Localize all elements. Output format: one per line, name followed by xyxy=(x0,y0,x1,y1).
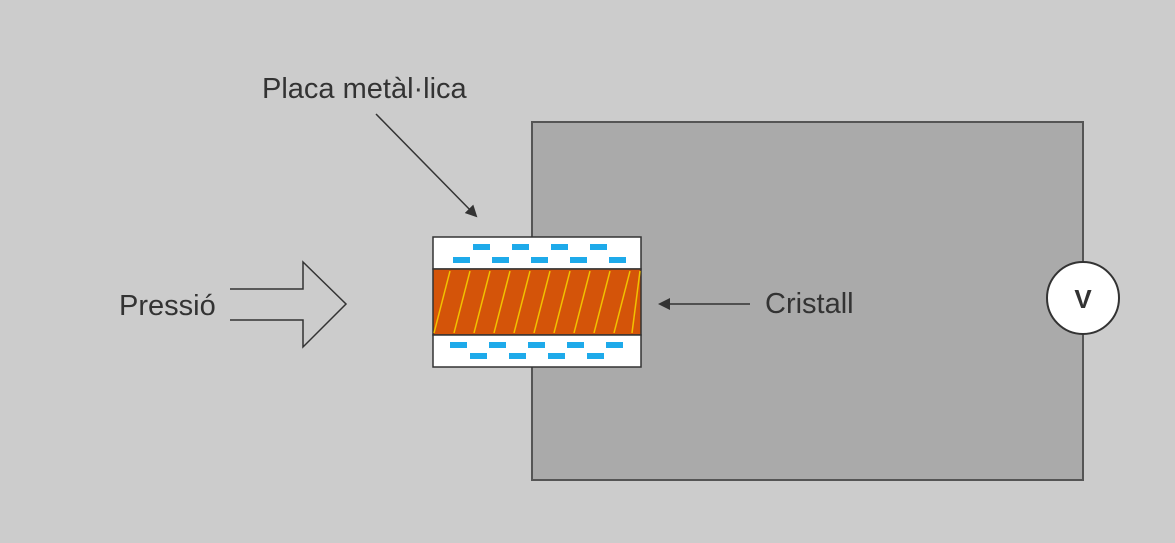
top-charge-dashes xyxy=(453,244,626,263)
bottom-charge-dashes xyxy=(450,342,623,359)
charge-dash xyxy=(453,257,470,263)
bottom-metal-plate xyxy=(432,334,642,368)
pressure-arrow xyxy=(230,260,348,349)
crystal-label: Cristall xyxy=(765,288,854,320)
charge-dash xyxy=(450,342,467,348)
top-plate-rect xyxy=(432,236,642,270)
crystal-stripe xyxy=(593,270,611,334)
crystal-stripe xyxy=(533,270,551,334)
crystal-stripe xyxy=(573,270,591,334)
bottom-plate-rect xyxy=(432,334,642,368)
charge-dash xyxy=(528,342,545,348)
charge-dash xyxy=(570,257,587,263)
charge-dash xyxy=(492,257,509,263)
charge-dash xyxy=(512,244,529,250)
crystal-stripe xyxy=(553,270,571,334)
crystal-rect xyxy=(432,268,642,336)
charge-dash xyxy=(548,353,565,359)
charge-dash xyxy=(489,342,506,348)
crystal-stripes xyxy=(433,270,641,334)
metal-plate-arrow xyxy=(375,113,478,218)
voltmeter-circle xyxy=(1046,261,1120,335)
crystal xyxy=(432,268,642,336)
voltmeter-label: V xyxy=(1074,284,1092,314)
crystal-stripe xyxy=(473,270,491,334)
crystal-stripe xyxy=(493,270,511,334)
crystal-stripe xyxy=(433,270,451,334)
charge-dash xyxy=(609,257,626,263)
crystal-stripe xyxy=(453,270,471,334)
voltmeter: V xyxy=(1046,261,1120,335)
charge-dash xyxy=(551,244,568,250)
charge-dash xyxy=(606,342,623,348)
top-metal-plate xyxy=(432,236,642,270)
charge-dash xyxy=(567,342,584,348)
metal-plate-label: Placa metàl·lica xyxy=(262,73,468,105)
crystal-stripe xyxy=(631,270,641,334)
charge-dash xyxy=(590,244,607,250)
pressure-label: Pressió xyxy=(119,290,216,322)
charge-dash xyxy=(587,353,604,359)
charge-dash xyxy=(509,353,526,359)
crystal-stripe xyxy=(513,270,531,334)
charge-dash xyxy=(470,353,487,359)
charge-dash xyxy=(531,257,548,263)
crystal-stripe xyxy=(613,270,631,334)
charge-dash xyxy=(473,244,490,250)
